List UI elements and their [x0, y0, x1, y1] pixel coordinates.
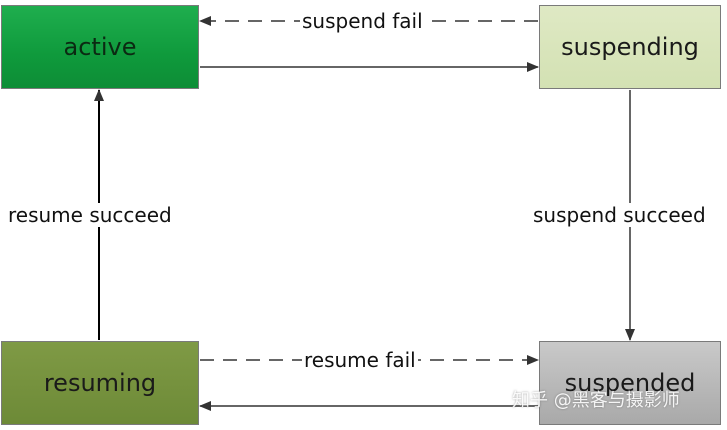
state-active-label: active — [63, 33, 137, 61]
state-resuming-label: resuming — [43, 369, 157, 397]
label-suspend-fail: suspend fail — [300, 9, 425, 33]
label-resume-fail: resume fail — [302, 348, 418, 372]
state-active: active — [1, 5, 199, 89]
state-suspending-label: suspending — [561, 33, 699, 61]
state-suspended: suspended — [539, 341, 721, 425]
state-suspending: suspending — [539, 5, 721, 89]
watermark-text: 知乎 @黑客与摄影师 — [512, 390, 680, 411]
state-suspended-label: suspended — [564, 369, 696, 397]
label-resume-succeed: resume succeed — [6, 203, 174, 227]
state-resuming: resuming — [1, 341, 199, 425]
label-suspend-succeed: suspend succeed — [531, 203, 708, 227]
